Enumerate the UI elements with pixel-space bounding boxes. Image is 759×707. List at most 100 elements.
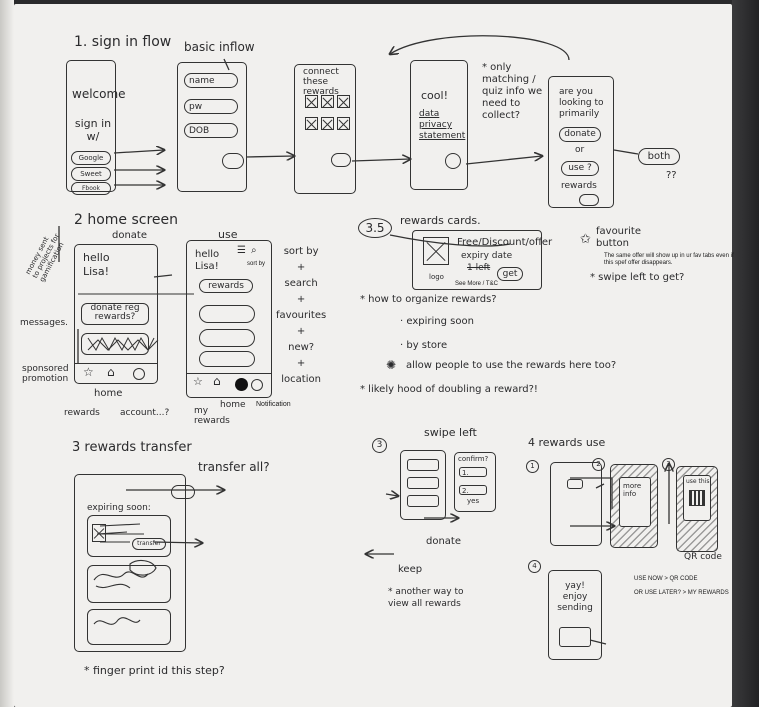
check-icon[interactable] [445, 153, 461, 169]
filter-icon[interactable]: ☰ [237, 245, 246, 256]
reward-logo-6[interactable] [337, 117, 350, 130]
rewards-nav-label: rewards [64, 408, 100, 418]
or-text: or [575, 145, 585, 155]
home-icon[interactable]: ⌂ [107, 365, 115, 379]
next-arrow-button-3[interactable] [579, 194, 599, 206]
google-button[interactable]: Google [71, 151, 111, 165]
reward-card-sketch[interactable]: logo Free/Discount/offer expiry date 1 l… [412, 230, 552, 290]
thankyou-card[interactable] [559, 627, 591, 647]
rewards-pill[interactable]: rewards [199, 279, 253, 293]
reward-logo-5[interactable] [321, 117, 334, 130]
swipe-item-1[interactable] [407, 459, 439, 471]
privacy-link[interactable]: data privacy statement [419, 109, 466, 141]
reward-card-1[interactable] [199, 305, 255, 323]
phone-home-use: hello Lisa! ☰ ⌕ sort by rewards ☆ ⌂ [186, 240, 272, 398]
transfer-button[interactable]: transfer [132, 538, 166, 550]
transfer-all-button[interactable] [171, 485, 195, 499]
star-bullet-icon: ✺ [386, 358, 397, 372]
reward-logo-3[interactable] [337, 95, 350, 108]
home-icon-2[interactable]: ⌂ [213, 374, 221, 388]
confirm-option-1[interactable]: 1. [459, 467, 487, 477]
account-icon[interactable] [133, 368, 145, 380]
reward-logo-2[interactable] [321, 95, 334, 108]
transfer-card-2[interactable] [87, 565, 171, 603]
phone-privacy: cool! data privacy statement [410, 60, 468, 190]
phone-donate-or-use: are you looking to primarily donate or u… [548, 76, 614, 208]
next-arrow-button[interactable] [222, 153, 244, 169]
phone-use-1 [550, 462, 602, 546]
more-info-panel[interactable]: more info [619, 477, 651, 527]
nav-divider-2 [187, 373, 271, 374]
step-3-marker: 3 [662, 458, 675, 471]
qr-code-icon [689, 490, 705, 506]
account-label: account...? [120, 408, 170, 418]
use-item[interactable] [567, 479, 583, 489]
notebook-spine [0, 0, 14, 707]
reward-card-2[interactable] [199, 329, 255, 347]
step-1-marker: 1 [526, 460, 539, 473]
swipe-item-3[interactable] [407, 495, 439, 507]
yay-text: yay! enjoy sending [557, 581, 593, 613]
reward-logo-4[interactable] [305, 117, 318, 130]
message-card[interactable] [81, 333, 149, 355]
free-discount-text: Free/Discount/offer [457, 237, 553, 248]
next-arrow-button-2[interactable] [331, 153, 351, 167]
get-button[interactable]: get [497, 267, 523, 281]
search-icon[interactable]: ⌕ [251, 245, 257, 256]
use-later-text: OR USE LATER? > MY REWARDS [634, 590, 729, 596]
only-note: * only matching / quiz info we need to c… [482, 62, 543, 121]
sort-options-list: sort by + search + favourites + new? + l… [276, 246, 327, 385]
transfer-card-1[interactable]: transfer [87, 515, 171, 557]
sso-button-3[interactable]: Fbook [71, 182, 111, 195]
s2-donate-label: donate [112, 230, 148, 241]
sort-by-label[interactable]: sort by [247, 261, 266, 267]
phone-home-donate: hello Lisa! donate reg rewards? ☆ ⌂ [74, 244, 158, 384]
hello-text-2: hello Lisa! [195, 249, 220, 272]
reward-card-3[interactable] [199, 351, 255, 367]
name-field[interactable]: name [184, 73, 238, 88]
messages-label: messages. [20, 318, 68, 328]
one-left-text: 1 left [467, 263, 491, 273]
transfer-all-text: transfer all? [198, 460, 270, 474]
star-icon-2[interactable]: ☆ [193, 375, 203, 388]
qr-code-label: QR code [684, 552, 722, 562]
transfer-card-3[interactable] [87, 609, 171, 645]
fingerprint-note: * finger print id this step? [84, 664, 225, 677]
password-field[interactable]: pw [184, 99, 238, 114]
yes-text: yes [467, 497, 480, 505]
sign-in-with-text: sign in w/ [74, 117, 112, 143]
phone-swipe [400, 450, 446, 520]
donate-rewards-button[interactable]: donate reg rewards? [81, 303, 149, 325]
reward-logo-1[interactable] [305, 95, 318, 108]
logo-placeholder [423, 237, 449, 265]
fav-button-label: favourite button [596, 226, 641, 249]
s3-title: 3 rewards transfer [72, 440, 192, 455]
home-label: home [94, 388, 123, 399]
phone-transfer: expiring soon: transfer [74, 474, 195, 652]
both-option[interactable]: both [638, 148, 680, 165]
swipe-note: * swipe left to get? [590, 272, 685, 283]
allow-text: allow people to use the rewards here too… [406, 360, 617, 371]
phone-basic-info: name pw DOB [177, 62, 247, 192]
swipe-left-text: swipe left [424, 426, 477, 439]
sso-button-2[interactable]: Sweet [71, 167, 111, 181]
dob-field[interactable]: DOB [184, 123, 238, 138]
how-organize: * how to organize rewards? [360, 294, 497, 305]
home-label-2: home [220, 400, 246, 410]
phone-connect-rewards: connect these rewards [294, 64, 356, 194]
phone-confirm: confirm? 1. 2. yes [454, 452, 496, 512]
card-logo-1 [92, 524, 106, 542]
step-2-marker: 2 [592, 458, 605, 471]
qr-panel[interactable]: use this [683, 475, 711, 521]
star-icon[interactable]: ☆ [83, 365, 94, 379]
likely-text: * likely hood of doubling a reward?! [360, 384, 538, 395]
swipe-item-2[interactable] [407, 477, 439, 489]
phone-use-2: more info [610, 464, 658, 548]
notification-icon[interactable] [235, 378, 248, 391]
star-fav-icon[interactable]: ✩ [580, 232, 591, 247]
account-icon-2[interactable] [251, 379, 263, 391]
see-more-link[interactable]: See More / T&C [455, 281, 498, 287]
use-option[interactable]: use ? [561, 161, 599, 176]
donate-option[interactable]: donate [559, 127, 601, 142]
confirm-option-2[interactable]: 2. [459, 485, 487, 495]
